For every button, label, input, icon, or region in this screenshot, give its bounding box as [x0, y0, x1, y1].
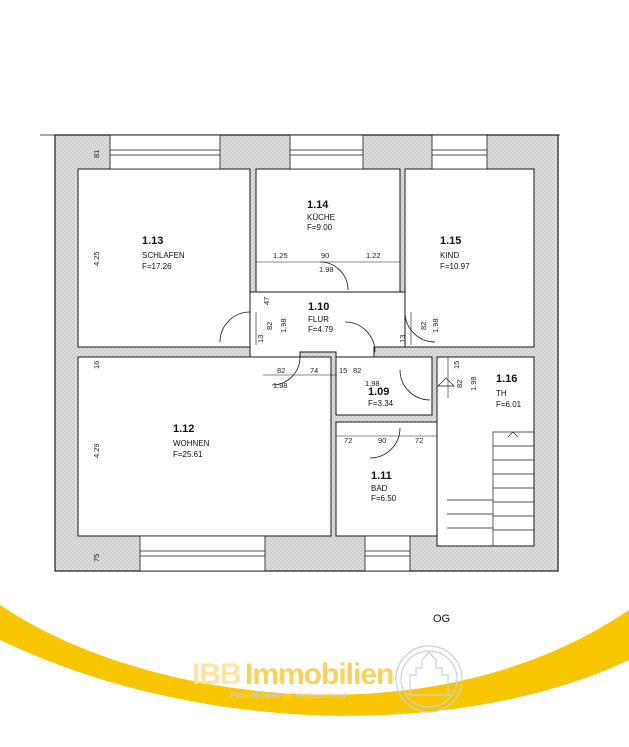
room-1-09: 1.09 F=3.34: [368, 386, 394, 408]
dimension-label: 1.25: [273, 251, 288, 260]
room-area: F=3.34: [368, 399, 394, 408]
room-1-15: 1.15 KIND F=10.97: [440, 235, 470, 271]
dimension-label: 1.22: [366, 251, 381, 260]
dimension-label: 1.98: [319, 265, 334, 274]
room-name: TH: [496, 389, 507, 398]
dimension-lines: [255, 261, 449, 437]
dimension-label: 13: [398, 335, 407, 343]
room-area: F=6.01: [496, 400, 522, 409]
room-number: 1.13: [142, 235, 163, 247]
room-number: 1.10: [308, 301, 329, 313]
dimension-label: 13: [256, 335, 265, 343]
dimension-labels: 81 4.25 16 4.29 75 1.25 90 1.22 1.98 47 …: [92, 150, 478, 562]
windows: [109, 134, 488, 572]
dimension-label: 4.25: [92, 251, 101, 266]
dimension-label: 1.98: [431, 318, 440, 333]
dimension-label: 16: [92, 361, 101, 369]
dimension-label: 82: [353, 366, 361, 375]
dimension-label: 75: [92, 554, 101, 562]
logo-tagline: Persönlichkeit mit Verlässlichkeit: [230, 691, 346, 700]
room-area: F=17.26: [142, 262, 172, 271]
room-1-10: 1.10 FLUR F=4.79: [308, 301, 334, 334]
room-number: 1.11: [371, 470, 392, 482]
dimension-label: 82: [277, 366, 285, 375]
dimension-label: 1.98: [469, 376, 478, 391]
room-area: F=9.00: [307, 223, 333, 232]
dimension-label: 1.98: [273, 381, 288, 390]
room-area: F=4.79: [308, 325, 334, 334]
room-1-16: 1.16 TH F=6.01: [496, 373, 522, 409]
dimension-label: 82: [419, 322, 428, 330]
room-name: BAD: [371, 484, 388, 493]
dimension-label: 72: [415, 436, 423, 445]
room-name: WOHNEN: [173, 439, 210, 448]
room-1-11: 1.11 BAD F=6.50: [371, 470, 397, 503]
dimension-label: 82: [455, 380, 464, 388]
dimension-label: 90: [378, 436, 386, 445]
doors: [219, 261, 436, 459]
room-1-14: 1.14 KÜCHE F=9.00: [307, 199, 335, 232]
dimension-label: 74: [310, 366, 318, 375]
room-name: KÜCHE: [307, 213, 335, 222]
room-number: 1.14: [307, 199, 329, 211]
staircase: [437, 377, 535, 547]
dimension-label: 15: [339, 366, 347, 375]
room-number: 1.15: [440, 235, 461, 247]
room-name: KIND: [440, 251, 459, 260]
logo-ibb: IBB: [192, 658, 241, 691]
dimension-label: 81: [92, 150, 101, 158]
room-name: SCHLAFEN: [142, 251, 185, 260]
room-number: 1.16: [496, 373, 517, 385]
dimension-label: 15: [452, 361, 461, 369]
dimension-label: 1.98: [279, 318, 288, 333]
dimension-label: 90: [321, 251, 329, 260]
dimension-label: 72: [344, 436, 352, 445]
room-number: 1.09: [368, 386, 389, 398]
room-number: 1.12: [173, 423, 194, 435]
dimension-label: 1.98: [365, 379, 380, 388]
floor-label: OG: [433, 613, 450, 625]
room-area: F=6.50: [371, 494, 397, 503]
dimension-label: 82: [265, 322, 274, 330]
dimension-label: 47: [262, 297, 271, 305]
logo-immobilien: Immobilien: [245, 658, 393, 691]
room-1-13: 1.13 SCHLAFEN F=17.26: [142, 235, 185, 271]
room-floors: [77, 168, 535, 547]
company-logo: IBB Immobilien Persönlichkeit mit Verläs…: [192, 658, 394, 700]
brand-swoosh: [0, 605, 629, 716]
room-name: FLUR: [308, 315, 329, 324]
room-area: F=25.61: [173, 450, 203, 459]
castle-seal-icon: [395, 645, 463, 713]
room-area: F=10.97: [440, 262, 470, 271]
dimension-label: 4.29: [92, 443, 101, 458]
room-1-12: 1.12 WOHNEN F=25.61: [173, 423, 210, 459]
